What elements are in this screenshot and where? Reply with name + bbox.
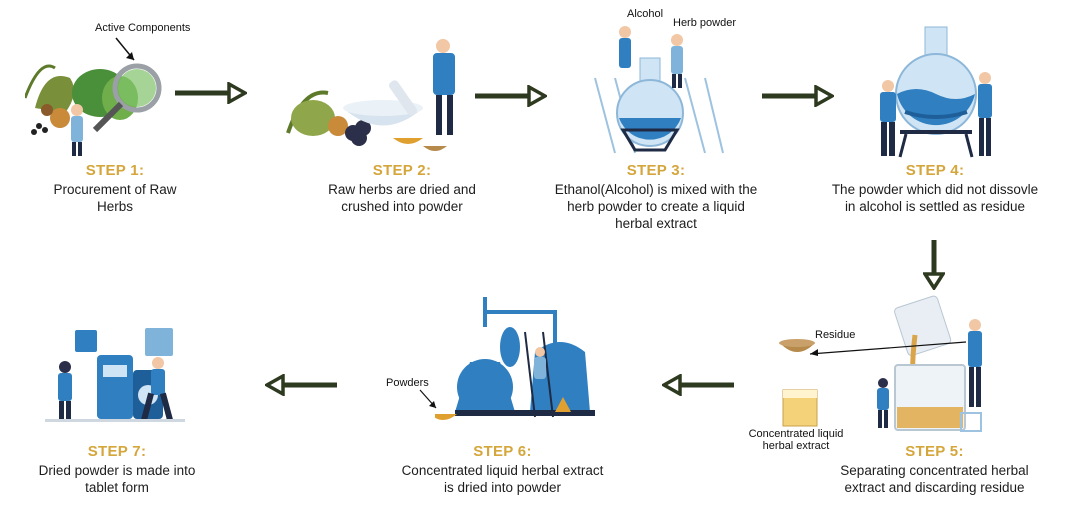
step-1-description: Procurement of Raw Herbs: [53, 182, 177, 214]
step-4-title: STEP 4:: [905, 162, 965, 179]
herb-powder-label: Herb powder: [673, 17, 736, 29]
mixing-flask-illustration: [594, 26, 724, 154]
arrow-step2-to-step3: [475, 85, 547, 107]
residue-label: Residue: [815, 329, 856, 341]
step-2-title: STEP 2:: [372, 162, 432, 179]
residue-pointer-line: [809, 341, 967, 356]
step-7-title: STEP 7:: [87, 443, 147, 460]
evaporator-illustration: [435, 297, 595, 420]
herbs-magnifier-illustration: [25, 63, 162, 156]
arrow-step1-to-step2: [175, 82, 247, 104]
arrow-step6-to-step7: [265, 374, 337, 396]
step-2: STEP 2: Raw herbs are dried and crushed …: [317, 162, 487, 215]
alcohol-label: Alcohol: [627, 8, 664, 20]
powders-label: Powders: [386, 377, 429, 389]
step-2-description: Raw herbs are dried and crushed into pow…: [328, 182, 476, 214]
active-components-pointer: [115, 37, 135, 61]
settling-flask-illustration: [880, 26, 992, 158]
separation-illustration: [779, 295, 982, 432]
step-3-title: STEP 3:: [626, 162, 686, 179]
step-3-description: Ethanol(Alcohol) is mixed with the herb …: [554, 182, 758, 231]
active-components-label: Active Components: [95, 22, 191, 34]
step-5: STEP 5: Separating concentrated herbal e…: [822, 443, 1047, 496]
step-6-title: STEP 6:: [473, 443, 532, 460]
step-3: STEP 3: Ethanol(Alcohol) is mixed with t…: [550, 162, 762, 232]
step-7: STEP 7: Dried powder is made into tablet…: [22, 443, 212, 496]
step-7-description: Dried powder is made into tablet form: [38, 463, 196, 495]
step-4-description: The powder which did not dissovle in alc…: [831, 182, 1039, 214]
step-1-title: STEP 1:: [85, 162, 145, 179]
arrow-step3-to-step4: [762, 85, 834, 107]
step-6-description: Concentrated liquid herbal extract is dr…: [401, 463, 604, 495]
arrow-step4-to-step5: [923, 240, 945, 290]
arrow-step5-to-step6: [662, 374, 734, 396]
mortar-pestle-illustration: [286, 39, 455, 151]
step-5-description: Separating concentrated herbal extract a…: [840, 463, 1029, 495]
tablet-machine-illustration: [45, 328, 185, 422]
concentrated-extract-label: Concentrated liquid herbal extract: [748, 428, 844, 452]
step-6: STEP 6: Concentrated liquid herbal extra…: [400, 443, 605, 496]
step-4: STEP 4: The powder which did not dissovl…: [825, 162, 1045, 215]
step-1: STEP 1: Procurement of Raw Herbs: [30, 162, 200, 215]
powders-pointer: [419, 389, 437, 409]
step-5-title: STEP 5:: [905, 443, 964, 460]
